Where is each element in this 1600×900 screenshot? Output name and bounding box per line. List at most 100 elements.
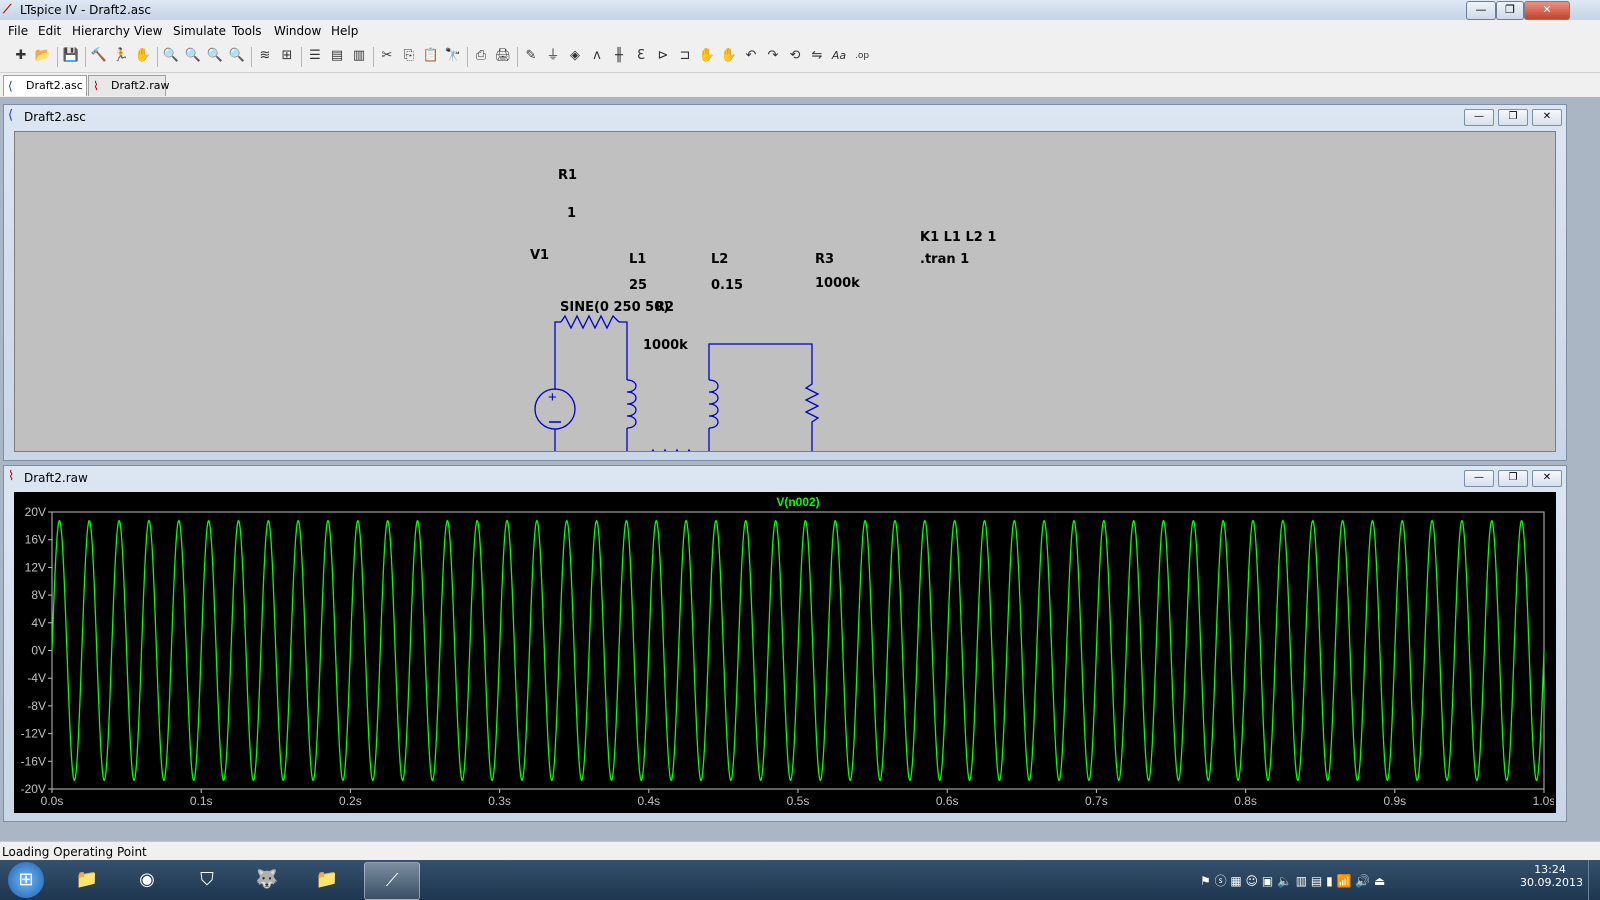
grid-icon[interactable]: ⊞	[281, 48, 293, 63]
child-minimize-button[interactable]: —	[1464, 470, 1494, 487]
move-icon[interactable]: ✋	[698, 48, 716, 63]
waveform-icon: ⌇	[93, 79, 99, 93]
waveform-window-caption: ⌇ Draft2.raw — ❐ ✕	[4, 466, 1566, 490]
zoom-pan-icon[interactable]: 🔍	[184, 48, 202, 63]
print-setup-icon[interactable]: ⎙	[475, 48, 487, 63]
child-restore-button[interactable]: ❐	[1498, 470, 1528, 487]
cascade-icon[interactable]: ▥	[352, 48, 366, 63]
zoom-in-icon[interactable]: 🔍	[162, 48, 180, 63]
toolbar-separator	[373, 47, 374, 67]
taskbar-start-orb-icon[interactable]: ⊞	[8, 862, 44, 898]
y-tick-label: -12V	[21, 727, 46, 741]
r3-name[interactable]: R3	[815, 252, 835, 267]
paste-icon[interactable]: 📋	[422, 48, 440, 63]
control-panel-icon[interactable]: 🔨	[90, 48, 108, 63]
tile-horizontal-icon[interactable]: ☰	[309, 48, 321, 63]
halt-icon[interactable]: ✋	[134, 48, 152, 63]
menu-simulate[interactable]: Simulate	[173, 24, 227, 38]
schematic-canvas[interactable]: + R1 1 V1 SINE(0 250 50) L1 25 R2 1000k …	[14, 131, 1556, 452]
schematic-window[interactable]: ⟨ Draft2.asc — ❐ ✕	[3, 104, 1567, 461]
taskbar-chrome-icon[interactable]: ◉	[139, 869, 155, 890]
resistor-r3-symbol	[804, 380, 820, 451]
y-tick-label: -8V	[27, 699, 46, 713]
save-icon[interactable]: 💾	[62, 48, 80, 63]
undo-icon[interactable]: ↶	[745, 48, 757, 63]
taskbar-ltspice-icon[interactable]: ⟋	[364, 862, 420, 900]
close-button[interactable]: ✕	[1524, 1, 1570, 20]
clock-time: 13:24	[1534, 863, 1566, 876]
child-close-button[interactable]: ✕	[1532, 109, 1562, 126]
v1-plus-sign: +	[548, 389, 557, 406]
zoom-fit-icon[interactable]: 🔍	[228, 48, 246, 63]
menu-window[interactable]: Window	[274, 24, 322, 38]
taskbar-explorer-icon[interactable]: 📁	[75, 869, 99, 890]
wire-icon[interactable]: ✎	[525, 48, 537, 63]
l2-name[interactable]: L2	[711, 252, 729, 267]
r3-value[interactable]: 1000k	[815, 276, 860, 291]
maximize-button[interactable]: ❐	[1496, 1, 1524, 20]
l2-value[interactable]: 0.15	[711, 278, 744, 293]
print-icon[interactable]: 🖨	[494, 48, 512, 63]
v1-value[interactable]: SINE(0 250 50)	[560, 300, 670, 315]
label-icon[interactable]: ◈	[570, 48, 580, 63]
inductor-icon[interactable]: Ɛ	[637, 48, 645, 63]
trace-label: V(n002)	[776, 495, 819, 509]
v1-name[interactable]: V1	[530, 248, 550, 263]
menu-edit[interactable]: Edit	[38, 24, 62, 38]
r1-value[interactable]: 1	[567, 206, 577, 221]
l1-name[interactable]: L1	[629, 252, 647, 267]
mdi-client: ⟨ Draft2.asc — ❐ ✕	[0, 97, 1600, 841]
open-icon[interactable]: 📂	[34, 48, 52, 63]
child-minimize-button[interactable]: —	[1464, 109, 1494, 126]
tab-draft2-asc[interactable]: ⟨ Draft2.asc	[3, 75, 87, 96]
tab-draft2-raw[interactable]: ⌇ Draft2.raw	[88, 75, 170, 96]
taskbar-gimp-icon[interactable]: 🐺	[255, 869, 279, 890]
rotate-icon[interactable]: ⟲	[789, 48, 801, 63]
x-tick-label: 0.0s	[41, 794, 64, 808]
spice-directive[interactable]: .tran 1	[920, 252, 970, 267]
ground-icon[interactable]: ⏚	[546, 48, 560, 63]
run-icon[interactable]: 🏃	[112, 48, 130, 63]
tile-vertical-icon[interactable]: ▤	[330, 48, 344, 63]
diode-icon[interactable]: ⊳	[657, 48, 669, 63]
resistor-icon[interactable]: ʌ	[593, 48, 601, 63]
menu-hierarchy[interactable]: Hierarchy	[72, 24, 131, 38]
text-icon[interactable]: Aa	[831, 49, 847, 62]
cut-icon[interactable]: ✂	[381, 48, 393, 63]
clock[interactable]: 13:24 30.09.2013	[1520, 863, 1583, 889]
autorange-icon[interactable]: ≋	[259, 48, 271, 63]
new-schematic-icon[interactable]: ✚	[15, 48, 27, 63]
schematic-icon: ⟨	[8, 108, 14, 123]
taskbar-file-manager-icon[interactable]: 📁	[315, 869, 339, 890]
mirror-icon[interactable]: ⇋	[811, 48, 823, 63]
r2-value[interactable]: 1000k	[643, 338, 688, 353]
r1-name[interactable]: R1	[558, 168, 578, 183]
tab-label: Draft2.raw	[111, 79, 170, 92]
inductor-l1-symbol	[626, 379, 637, 429]
show-desktop-button[interactable]	[1588, 860, 1600, 900]
menu-view[interactable]: View	[134, 24, 163, 38]
redo-icon[interactable]: ↷	[767, 48, 779, 63]
capacitor-icon[interactable]: ╫	[615, 48, 623, 63]
copy-icon[interactable]: ⎘	[403, 48, 415, 63]
minimize-button[interactable]: —	[1466, 1, 1496, 20]
child-close-button[interactable]: ✕	[1532, 470, 1562, 487]
r2-name[interactable]: R2	[655, 300, 675, 315]
waveform-icon: ⌇	[8, 469, 15, 484]
child-restore-button[interactable]: ❐	[1498, 109, 1528, 126]
spice-directive-icon[interactable]: .op	[854, 51, 870, 61]
menu-file[interactable]: File	[8, 24, 29, 38]
find-icon[interactable]: 🔭	[444, 48, 462, 63]
l1-value[interactable]: 25	[629, 278, 648, 293]
component-icon[interactable]: ⊐	[679, 48, 691, 63]
drag-icon[interactable]: ✋	[720, 48, 738, 63]
zoom-out-icon[interactable]: 🔍	[206, 48, 224, 63]
menu-tools[interactable]: Tools	[232, 24, 262, 38]
spice-directive[interactable]: K1 L1 L2 1	[920, 230, 997, 245]
taskbar-app-shield-icon[interactable]: ⛉	[200, 869, 214, 890]
menu-help[interactable]: Help	[331, 24, 359, 38]
tray-icons[interactable]: ⚑ ⓢ ▦ ☺ ▣ 🔈 ▥ ▤ ▮ 📶 🔊 ⏏	[1200, 874, 1386, 888]
